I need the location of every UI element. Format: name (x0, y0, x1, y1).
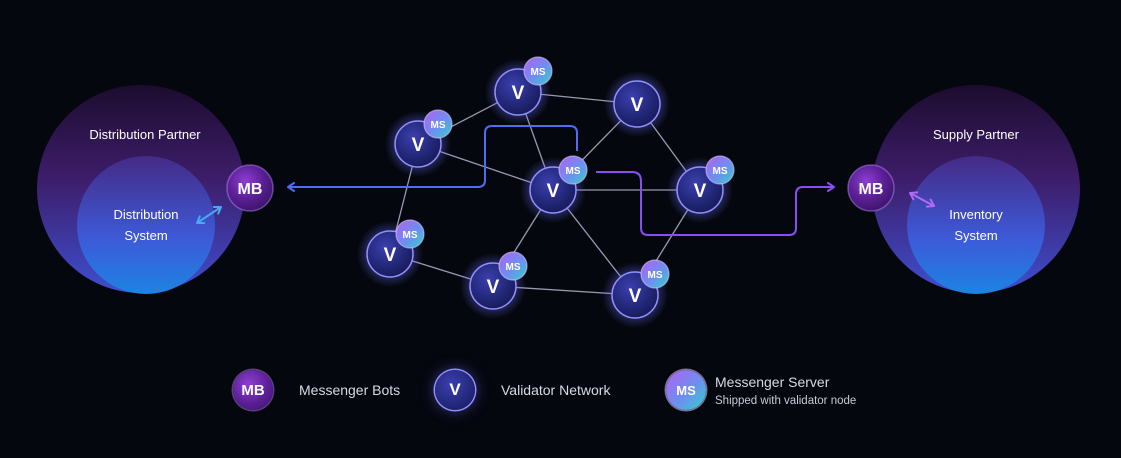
supply-exchange-arrow (909, 191, 935, 208)
distribution-bot-label: MB (238, 181, 263, 198)
supply-partner-title: Supply Partner (933, 127, 1020, 142)
messenger-server-badge: MS (640, 259, 670, 289)
messenger-server-label: MS (713, 166, 728, 177)
messenger-server-badge: MS (423, 109, 453, 139)
distribution-partner-title: Distribution Partner (89, 127, 201, 142)
inventory-system-label-1: Inventory (949, 207, 1003, 222)
legend-item-bots: MB Messenger Bots (233, 370, 400, 410)
messenger-bot-icon: MB (233, 370, 273, 410)
messenger-server-badge: MS (395, 219, 425, 249)
validator-label: V (631, 95, 644, 116)
messenger-server-badges: MS MS MS MS MS MS MS (395, 56, 735, 289)
messenger-server-label: MS (566, 166, 581, 177)
legend: MB Messenger Bots V Validator Network MS… (0, 366, 1121, 416)
outbound-message-arrow (287, 125, 578, 192)
messenger-server-label: MS (431, 120, 446, 131)
legend-server-label: Messenger Server (715, 373, 830, 390)
supply-bot-node (847, 164, 895, 212)
validator-label: V (412, 135, 425, 156)
messenger-server-label: MS (403, 230, 418, 241)
messenger-server-label: MS (648, 270, 663, 281)
validator-label: V (487, 277, 500, 298)
distribution-system-label-1: Distribution (113, 207, 178, 222)
inbound-message-arrow (596, 171, 835, 236)
legend-item-validators: V Validator Network (435, 370, 610, 410)
distribution-bot-node (226, 164, 274, 212)
validator-nodes: V V V V V V V (357, 59, 733, 328)
distribution-partner: Distribution Partner Distribution System… (37, 85, 274, 294)
messenger-server-badge: MS (558, 155, 588, 185)
messenger-server-badge: MS (523, 56, 553, 86)
messenger-server-badge: MS (498, 251, 528, 281)
legend-server-sublabel: Shipped with validator node (715, 394, 857, 407)
distribution-system-label-2: System (124, 228, 167, 243)
validator-label: V (547, 181, 560, 202)
supply-bot-label: MB (859, 181, 884, 198)
distribution-exchange-arrow (196, 206, 222, 224)
supply-partner: Supply Partner Inventory System MB (847, 85, 1080, 294)
validator-label: V (629, 286, 642, 307)
validator-label: V (512, 83, 525, 104)
validator-label: V (694, 181, 707, 202)
validator-node: V (604, 71, 670, 137)
legend-validators-label: Validator Network (501, 382, 611, 398)
validator-label: V (384, 245, 397, 266)
messenger-server-label: MS (531, 67, 546, 78)
messenger-server-icon: MS (666, 370, 706, 410)
legend-bots-label: Messenger Bots (299, 382, 401, 398)
messenger-server-badge: MS (705, 155, 735, 185)
validator-icon: V (435, 370, 475, 410)
legend-item-server: MS Messenger Server Shipped with validat… (666, 370, 856, 410)
inventory-system-label-2: System (954, 228, 997, 243)
messenger-server-label: MS (506, 262, 521, 273)
distribution-system-circle (77, 156, 215, 294)
inventory-system-circle (907, 156, 1045, 294)
